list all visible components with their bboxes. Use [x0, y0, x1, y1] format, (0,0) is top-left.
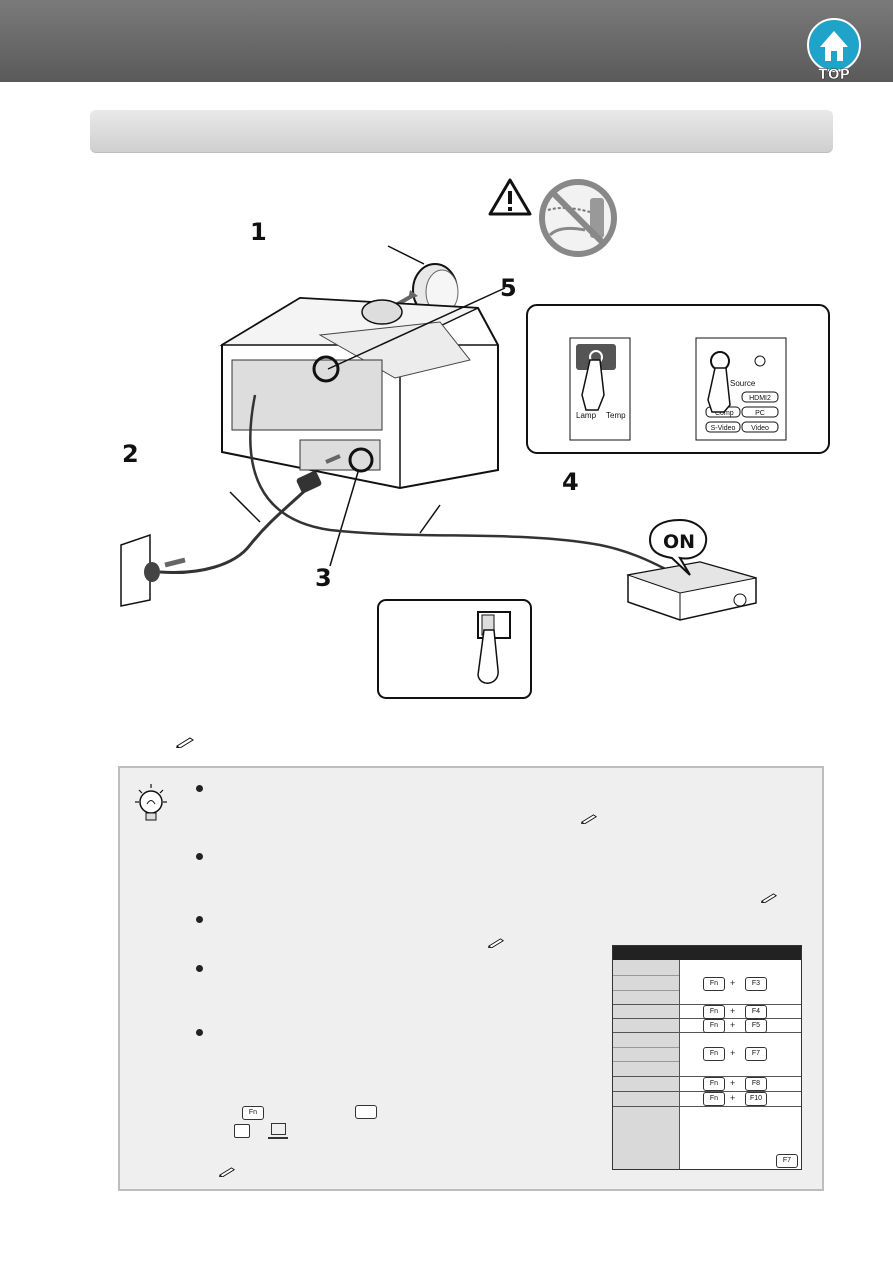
plus-sign: + [730, 1078, 736, 1088]
step-number-2: 2 [122, 440, 139, 468]
projector-icon [219, 296, 499, 490]
warning-icon [488, 178, 532, 216]
key-fn: Fn [703, 1019, 725, 1033]
key-fn: Fn [703, 977, 725, 991]
top-button-label: TOP [818, 67, 850, 83]
main-power-switch-callout [377, 599, 532, 699]
av-player-icon: ON [626, 518, 757, 621]
temp-indicator-label: Temp [606, 411, 626, 420]
plus-sign: + [730, 1020, 736, 1030]
remote-video-button: Video [751, 425, 769, 432]
reference-pencil-icon [218, 1167, 236, 1177]
remote-source-label: Source [730, 379, 756, 388]
step-number-5: 5 [500, 274, 517, 302]
tip-bullet-1 [196, 785, 203, 792]
laptop-icon [268, 1123, 288, 1139]
reference-pencil-icon [580, 814, 598, 824]
key-f10: F10 [745, 1092, 767, 1106]
step-number-1: 1 [250, 218, 267, 246]
key-fn: Fn [703, 1005, 725, 1019]
tip-bullet-4 [196, 965, 203, 972]
remote-hdmi2-button: HDMI2 [749, 395, 771, 402]
monitor-icon [234, 1124, 250, 1138]
top-home-button[interactable]: TOP [806, 17, 862, 83]
remote-comp-button: Comp [715, 410, 734, 417]
tip-bullet-5 [196, 1029, 203, 1036]
reference-pencil-icon [760, 893, 778, 903]
power-cable-icon [120, 471, 322, 607]
plus-sign: + [730, 1093, 736, 1103]
remote-svideo-button: S-Video [711, 425, 736, 432]
plus-sign: + [730, 978, 736, 988]
reference-pencil-icon [176, 737, 194, 748]
key-f8: F8 [745, 1077, 767, 1091]
key-f4: F4 [745, 1005, 767, 1019]
key-f7: F7 [776, 1154, 798, 1168]
key-combination-table: Fn + F3 Fn + F4 Fn + F5 Fn + F7 Fn + F8 … [612, 945, 802, 1170]
header-bar [0, 0, 893, 82]
table-header [613, 946, 801, 960]
table-left-column [613, 960, 679, 1169]
step-number-3: 3 [315, 564, 332, 592]
step-number-4: 4 [562, 468, 579, 496]
remote-pc-button: PC [755, 410, 765, 417]
key-f3: F3 [745, 977, 767, 991]
f-key-icon [355, 1105, 377, 1119]
on-speech-bubble-label: ON [663, 531, 695, 553]
tip-bullet-3 [196, 916, 203, 923]
fn-key-icon: Fn [242, 1106, 264, 1120]
key-fn: Fn [703, 1047, 725, 1061]
tip-bullet-2 [196, 853, 203, 860]
plus-sign: + [730, 1006, 736, 1016]
video-cable-icon [249, 394, 701, 587]
do-not-look-into-lens-icon [539, 179, 617, 257]
power-button-callout: Lamp Temp Source HDMI2 Comp PC S-Video V… [526, 304, 830, 454]
reference-pencil-icon [487, 938, 505, 948]
key-fn: Fn [703, 1092, 725, 1106]
key-fn: Fn [703, 1077, 725, 1091]
key-f5: F5 [745, 1019, 767, 1033]
section-title-bar [90, 110, 833, 153]
projector-setup-illustration: 1 2 3 4 5 [120, 178, 830, 699]
lightbulb-tip-icon [135, 784, 167, 821]
key-f7: F7 [745, 1047, 767, 1061]
lamp-indicator-label: Lamp [576, 411, 597, 420]
plus-sign: + [730, 1048, 736, 1058]
